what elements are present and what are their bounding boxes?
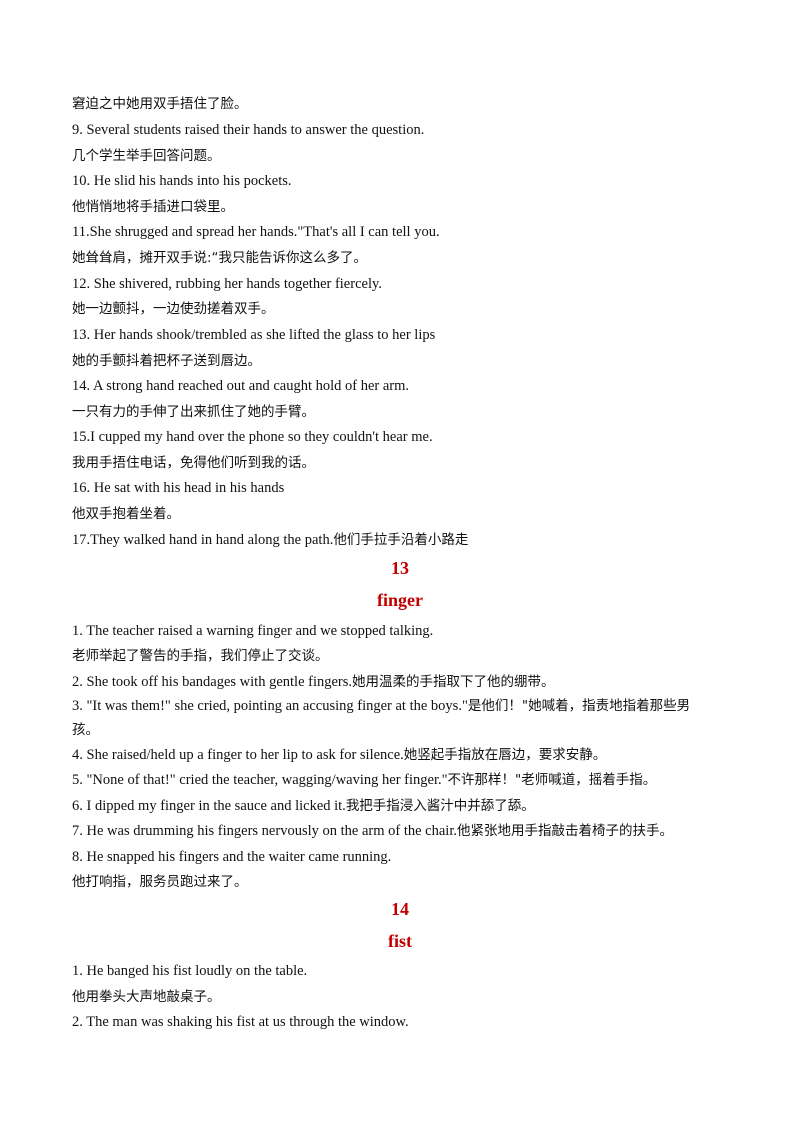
sentence-cn: 几个学生举手回答问题。 <box>72 148 221 164</box>
section-number: 13 <box>391 558 409 578</box>
sentence-cn-part: 他打响指，服务员跑过来了。 <box>72 874 248 890</box>
sentence-mixed: 1. He banged his fist loudly on the tabl… <box>72 961 740 981</box>
sentence-mixed: 17.They walked hand in hand along the pa… <box>72 530 740 550</box>
sentence-en: 10. He slid his hands into his pockets. <box>72 173 292 189</box>
sentence-en: 15.I cupped my hand over the phone so th… <box>72 429 433 445</box>
sentence-cn: 她耸耸肩，摊开双手说:“我只能告诉你这么多了。 <box>72 250 368 266</box>
sentence-mixed: 2. She took off his bandages with gentle… <box>72 672 740 692</box>
sentence-en-part: 2. The man was shaking his fist at us th… <box>72 1014 409 1030</box>
sentence-cn-part: 是他们！"她喊着，指责地指着那些男 <box>467 698 691 714</box>
sentence-en-part: 7. He was drumming his fingers nervously… <box>72 823 457 839</box>
section-title: fist <box>388 931 412 951</box>
sentence-cn: 我用手捂住电话，免得他们听到我的话。 <box>72 455 315 471</box>
sentence-mixed: 7. He was drumming his fingers nervously… <box>72 821 740 841</box>
sentence-mixed: 3. "It was them!" she cried, pointing an… <box>72 696 740 716</box>
sentence-en-part: 1. The teacher raised a warning finger a… <box>72 623 434 639</box>
sentence-cn-part: 老师举起了警告的手指，我们停止了交谈。 <box>72 648 329 664</box>
sentence-mixed: 老师举起了警告的手指，我们停止了交谈。 <box>72 646 740 666</box>
sentence-mixed: 孩。 <box>72 720 740 740</box>
sentence-cn-part: 我把手指浸入酱汁中并舔了舔。 <box>345 798 535 814</box>
sentence-cn: 她一边颤抖，一边使劲搓着双手。 <box>72 301 275 317</box>
sentence-mixed: 5. "None of that!" cried the teacher, wa… <box>72 770 740 790</box>
sentence-en-part: 17.They walked hand in hand along the pa… <box>72 532 334 548</box>
sentence-en: 11.She shrugged and spread her hands."Th… <box>72 224 440 240</box>
sentence-en: 16. He sat with his head in his hands <box>72 480 285 496</box>
sentence-cn-part: 孩。 <box>72 722 99 738</box>
sentence-cn: 他悄悄地将手插进口袋里。 <box>72 199 234 215</box>
section-number: 14 <box>391 899 409 919</box>
sentence-mixed: 他用拳头大声地敲桌子。 <box>72 987 740 1007</box>
sentence-cn: 她的手颤抖着把杯子送到唇边。 <box>72 353 261 369</box>
sentence-en-part: 4. She raised/held up a finger to her li… <box>72 747 404 763</box>
sentence-en: 14. A strong hand reached out and caught… <box>72 378 410 394</box>
sentence-en: 12. She shivered, rubbing her hands toge… <box>72 276 382 292</box>
sentence-mixed: 2. The man was shaking his fist at us th… <box>72 1012 740 1032</box>
sentence-mixed: 他打响指，服务员跑过来了。 <box>72 872 740 892</box>
sentence-en: 13. Her hands shook/trembled as she lift… <box>72 327 436 343</box>
sentence-mixed: 1. The teacher raised a warning finger a… <box>72 621 740 641</box>
sentence-mixed: 4. She raised/held up a finger to her li… <box>72 745 740 765</box>
sentence-en-part: 2. She took off his bandages with gentle… <box>72 674 353 690</box>
sentence-cn-part: 不许那样！"老师喊道，摇着手指。 <box>447 772 657 788</box>
sentence-cn: 他双手抱着坐着。 <box>72 506 180 522</box>
sentence-cn-part: 他用拳头大声地敲桌子。 <box>72 989 221 1005</box>
sentence-mixed: 6. I dipped my finger in the sauce and l… <box>72 796 740 816</box>
sentence-en-part: 1. He banged his fist loudly on the tabl… <box>72 963 308 979</box>
sentence-cn-part: 她竖起手指放在唇边，要求安静。 <box>403 747 607 763</box>
sentence-cn: 一只有力的手伸了出来抓住了她的手臂。 <box>72 404 315 420</box>
sentence-cn-part: 她用温柔的手指取下了他的绷带。 <box>352 674 555 690</box>
sentence-cn-part: 他们手拉手沿着小路走 <box>333 532 469 548</box>
sentence-en-part: 6. I dipped my finger in the sauce and l… <box>72 798 346 814</box>
sentence-cn-part: 他紧张地用手指敲击着椅子的扶手。 <box>456 823 673 839</box>
sentence-cn: 窘迫之中她用双手捂住了脸。 <box>72 96 248 112</box>
sentence-en-part: 8. He snapped his fingers and the waiter… <box>72 849 392 865</box>
sentence-en: 9. Several students raised their hands t… <box>72 122 425 138</box>
sentence-en-part: 3. "It was them!" she cried, pointing an… <box>72 698 468 714</box>
section-title: finger <box>377 590 423 610</box>
sentence-en-part: 5. "None of that!" cried the teacher, wa… <box>72 772 448 788</box>
sentence-mixed: 8. He snapped his fingers and the waiter… <box>72 847 740 867</box>
